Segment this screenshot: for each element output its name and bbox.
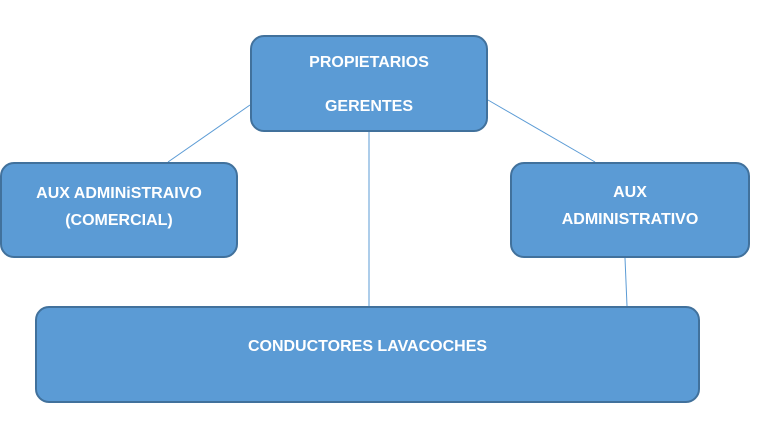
node-label: GERENTES xyxy=(324,98,413,115)
node-label: PROPIETARIOS xyxy=(309,54,429,71)
node-conductores-lavacoches: CONDUCTORES LAVACOCHES xyxy=(35,306,700,403)
connector-top-left xyxy=(167,104,251,163)
node-label: (COMERCIAL) xyxy=(65,212,173,229)
connector-top-right xyxy=(487,99,596,163)
node-label: AUX ADMINiSTRAIVO xyxy=(36,185,202,202)
node-aux-administrativo: AUX ADMINISTRATIVO xyxy=(510,162,750,258)
node-label: CONDUCTORES LAVACOCHES xyxy=(247,338,488,355)
connector-right-bottom xyxy=(624,257,628,307)
node-label: ADMINISTRATIVO xyxy=(561,211,699,228)
node-label: AUX xyxy=(613,184,647,201)
node-aux-administrativo-comercial: AUX ADMINiSTRAIVO (COMERCIAL) xyxy=(0,162,238,258)
node-propietarios-gerentes: PROPIETARIOS GERENTES xyxy=(250,35,488,132)
